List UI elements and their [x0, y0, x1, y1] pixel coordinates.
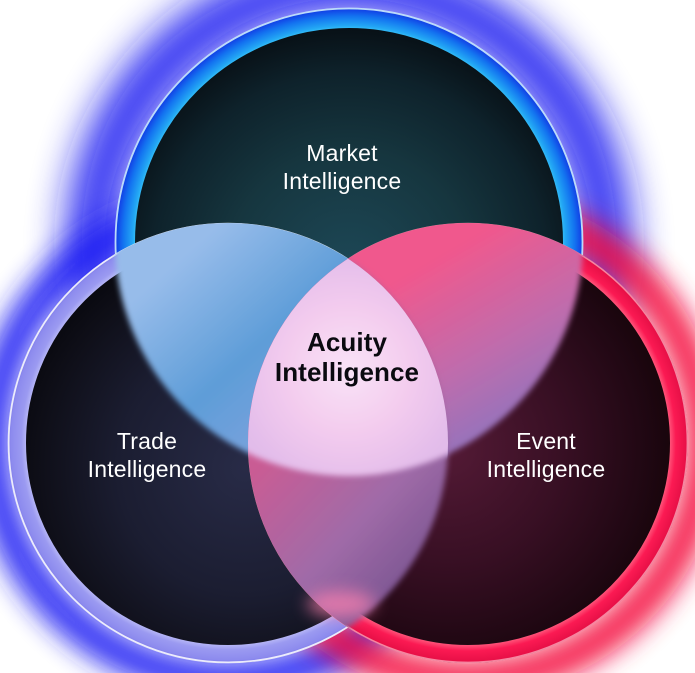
bottom-crossing-highlight — [307, 591, 375, 617]
